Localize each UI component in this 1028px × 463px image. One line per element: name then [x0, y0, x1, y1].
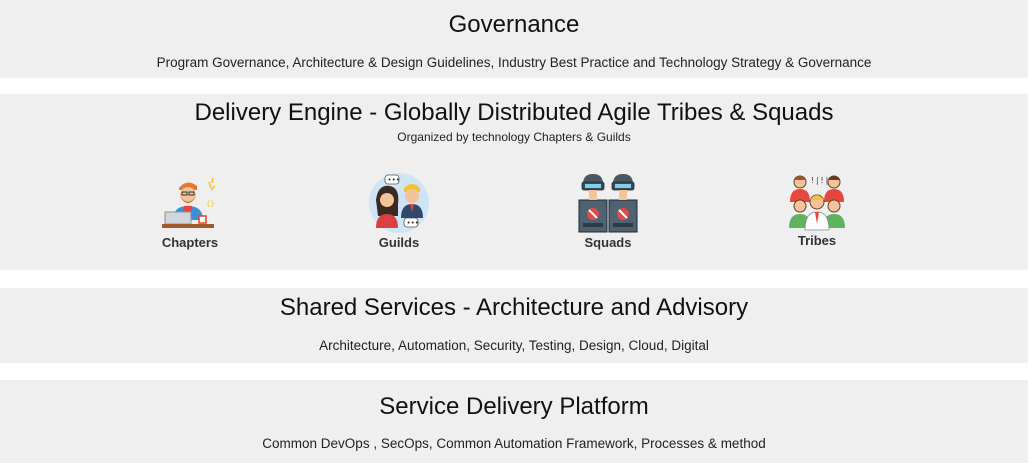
people-chatting-icon: ••• ••• — [369, 173, 429, 233]
svg-text:!|!|: !|!| — [810, 176, 829, 185]
platform-subtitle: Common DevOps , SecOps, Common Automatio… — [262, 436, 766, 451]
platform-title: Service Delivery Platform — [379, 393, 649, 420]
chapters-label: Chapters — [161, 235, 219, 250]
governance-subtitle: Program Governance, Architecture & Desig… — [156, 55, 872, 70]
squads-item: Squads — [553, 172, 663, 250]
delivery-engine-section: Delivery Engine - Globally Distributed A… — [0, 94, 1028, 270]
svg-text:•••: ••• — [407, 219, 419, 227]
delivery-title: Delivery Engine - Globally Distributed A… — [194, 99, 834, 126]
vr-headset-team-icon — [578, 174, 638, 233]
service-delivery-platform-section: Service Delivery Platform Common DevOps … — [0, 380, 1028, 463]
governance-section: Governance Program Governance, Architect… — [0, 0, 1028, 78]
svg-text:•••: ••• — [388, 176, 400, 184]
delivery-subtitle: Organized by technology Chapters & Guild… — [397, 130, 631, 144]
squads-label: Squads — [584, 235, 632, 250]
guilds-item: ••• ••• Guilds — [344, 172, 454, 250]
guilds-label: Guilds — [378, 235, 420, 250]
tribes-label: Tribes — [797, 233, 837, 248]
shared-subtitle: Architecture, Automation, Security, Test… — [319, 338, 709, 353]
governance-title: Governance — [448, 11, 580, 38]
shared-title: Shared Services - Architecture and Advis… — [279, 294, 749, 321]
svg-text:{}: {} — [206, 200, 215, 208]
developer-at-laptop-icon: {} — [162, 177, 216, 228]
chapters-item: {} Chapters — [135, 176, 245, 250]
shared-services-section: Shared Services - Architecture and Advis… — [0, 288, 1028, 363]
tribes-item: !|!| Tribes — [762, 172, 872, 248]
group-of-people-icon: !|!| — [789, 175, 845, 231]
